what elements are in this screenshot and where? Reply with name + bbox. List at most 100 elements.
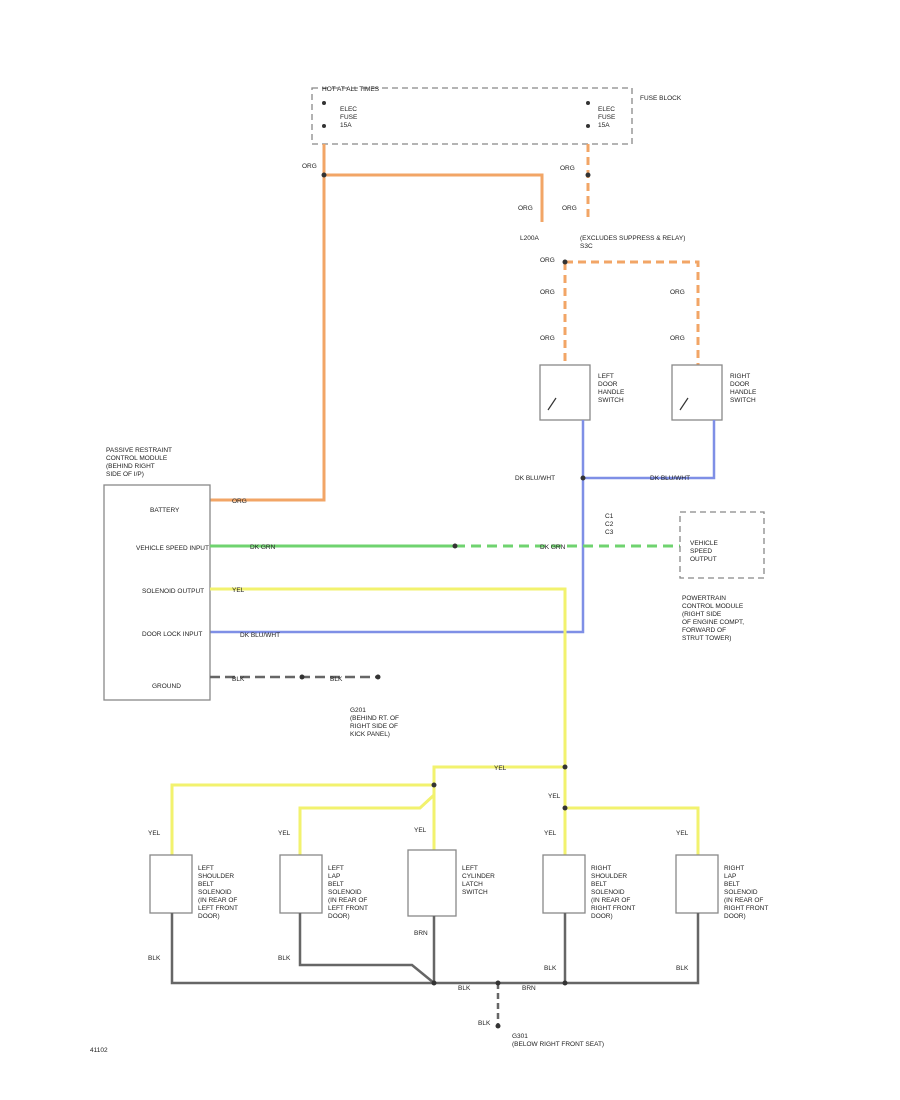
right-fuse-label: ELEC xyxy=(598,106,615,113)
solenoid-label: (IN REAR OF xyxy=(724,897,763,904)
solenoid-label: LEFT FRONT xyxy=(328,905,368,912)
vss-pin: C3 xyxy=(605,529,614,536)
splice-node xyxy=(431,782,437,788)
wire-color-label: BLK xyxy=(330,676,343,683)
wire-color-label: ORG xyxy=(540,257,555,264)
solenoid-label: CYLINDER xyxy=(462,873,495,880)
wire-color-label: YEL xyxy=(676,830,689,837)
solenoid-label: SWITCH xyxy=(462,889,488,896)
solenoid-label: DOOR) xyxy=(591,913,613,920)
wire-color-label: YEL xyxy=(232,587,245,594)
fuse-terminal xyxy=(322,124,326,128)
left-fuse-label: 15A xyxy=(340,122,352,129)
splice-node xyxy=(562,805,568,811)
vss-location: OF ENGINE COMPT, xyxy=(682,619,744,626)
right-switch-label: DOOR xyxy=(730,381,750,388)
vss-label: OUTPUT xyxy=(690,556,717,563)
wire-color-label: YEL xyxy=(544,830,557,837)
solenoid-label: (IN REAR OF xyxy=(328,897,367,904)
wire-color-label: YEL xyxy=(278,830,291,837)
fuse-terminal xyxy=(586,124,590,128)
wire-color-label: ORG xyxy=(540,335,555,342)
solenoid-label: SHOULDER xyxy=(198,873,234,880)
solenoid-label: (IN REAR OF xyxy=(591,897,630,904)
fuse-terminal xyxy=(586,101,590,105)
solenoid-ground-wire xyxy=(565,913,700,985)
wire-color-label: BLK xyxy=(278,955,291,962)
wire-color-label: BRN xyxy=(522,985,536,992)
left-shoulder-belt-solenoid xyxy=(149,854,193,914)
wire-color-label: ORG xyxy=(302,163,317,170)
wire-color-label: BLK xyxy=(544,965,557,972)
solenoid-label: BELT xyxy=(591,881,607,888)
solenoid-ground-wire xyxy=(298,913,435,984)
right-switch-label: HANDLE xyxy=(730,389,757,396)
wire-color-label: BLK xyxy=(148,955,161,962)
solenoid-label: RIGHT xyxy=(724,865,744,872)
splice-node xyxy=(321,172,327,178)
vss-location: (RIGHT SIDE xyxy=(682,611,722,618)
solenoid-feed-wire xyxy=(170,783,434,855)
vss-location: STRUT TOWER) xyxy=(682,635,731,642)
wire-color-label: YEL xyxy=(494,765,507,772)
switch-contact-icon xyxy=(679,397,689,411)
left-cylinder-latch-switch xyxy=(407,849,457,917)
vss-location: FORWARD OF xyxy=(682,627,726,634)
module-pin-label: DOOR LOCK INPUT xyxy=(142,631,202,638)
right-shoulder-belt-solenoid xyxy=(542,854,586,914)
solenoid-label: SHOULDER xyxy=(591,873,627,880)
vss-location: CONTROL MODULE xyxy=(682,603,744,610)
solenoid-label: DOOR) xyxy=(724,913,746,920)
ground-label: G301 xyxy=(512,1033,528,1040)
solenoid-label: BELT xyxy=(724,881,740,888)
module-title: SIDE OF I/P) xyxy=(106,471,144,478)
vss-label: VEHICLE xyxy=(690,540,718,547)
harness-label: (EXCLUDES SUPPRESS & RELAY) xyxy=(580,235,685,242)
ground-node xyxy=(375,674,381,680)
wire-color-label: ORG xyxy=(560,165,575,172)
solenoid-label: BELT xyxy=(198,881,214,888)
vehicle-speed-output-box xyxy=(679,511,765,579)
splice-node xyxy=(585,172,591,178)
left-switch-label: SWITCH xyxy=(598,397,624,404)
solenoid-label: BELT xyxy=(328,881,344,888)
right-door-handle-switch xyxy=(671,364,723,421)
right-fuse-label: 15A xyxy=(598,122,610,129)
solenoid-label: SOLENOID xyxy=(724,889,758,896)
wire-color-label: BLK xyxy=(232,676,245,683)
ground-label: KICK PANEL) xyxy=(350,731,390,738)
solenoid-label: RIGHT FRONT xyxy=(591,905,635,912)
module-pin-label: VEHICLE SPEED INPUT xyxy=(136,545,209,552)
ground-label: (BELOW RIGHT FRONT SEAT) xyxy=(512,1041,604,1048)
fuse-to-splice-wire xyxy=(324,173,544,222)
solenoid-feed-wire xyxy=(432,765,565,855)
solenoid-label: SOLENOID xyxy=(591,889,625,896)
fuse-terminal xyxy=(322,101,326,105)
right-switch-label: RIGHT xyxy=(730,373,750,380)
module-pin-label: SOLENOID OUTPUT xyxy=(142,588,204,595)
left-fuse-label: ELEC xyxy=(340,106,357,113)
wire-color-label: DK BLU/WHT xyxy=(515,475,555,482)
page-code: 41102 xyxy=(90,1047,108,1054)
wire-color-label: YEL xyxy=(148,830,161,837)
wire-color-label: ORG xyxy=(562,205,577,212)
left-switch-label: HANDLE xyxy=(598,389,625,396)
module-title: CONTROL MODULE xyxy=(106,455,168,462)
connector-node xyxy=(452,543,458,549)
ground-label: (BEHIND RT. OF xyxy=(350,715,399,722)
harness-label: S3C xyxy=(580,243,593,250)
wire-color-label: BLK xyxy=(478,1020,491,1027)
wire-color-label: DK BLU/WHT xyxy=(240,632,280,639)
left-fuse-label: FUSE xyxy=(340,114,358,121)
module-title: PASSIVE RESTRAINT xyxy=(106,447,172,454)
wire-color-label: BRN xyxy=(414,930,428,937)
vss-label: SPEED xyxy=(690,548,712,555)
wire-color-label: ORG xyxy=(670,289,685,296)
module-title: (BEHIND RIGHT xyxy=(106,463,155,470)
solenoid-label: RIGHT FRONT xyxy=(724,905,768,912)
ground-label: G201 xyxy=(350,707,366,714)
module-pin-label: GROUND xyxy=(152,683,181,690)
solenoid-feed-wire xyxy=(298,793,436,855)
wire-color-label: ORG xyxy=(540,289,555,296)
